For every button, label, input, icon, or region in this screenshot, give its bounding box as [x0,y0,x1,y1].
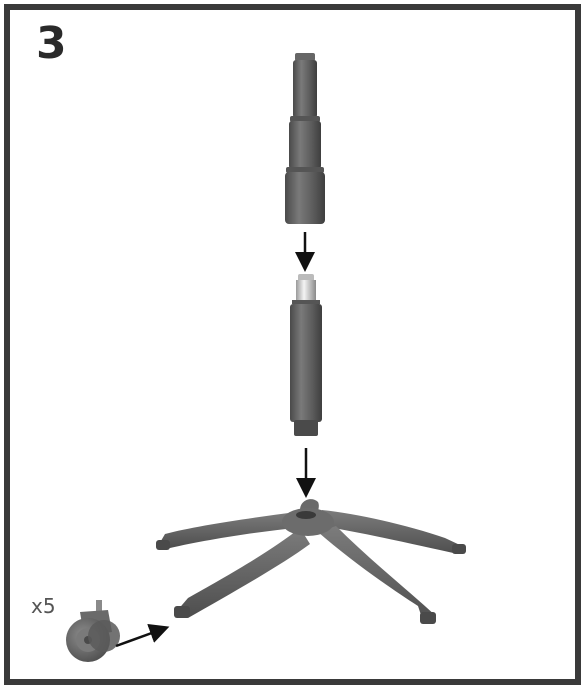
gas-lift-cylinder-icon [290,274,322,436]
caster-quantity-label: x5 [31,596,56,616]
arrow-caster-to-base [116,630,160,646]
caster-wheel-icon [66,600,120,662]
gas-lift-cover-icon [285,53,325,224]
star-base-icon [156,499,466,624]
